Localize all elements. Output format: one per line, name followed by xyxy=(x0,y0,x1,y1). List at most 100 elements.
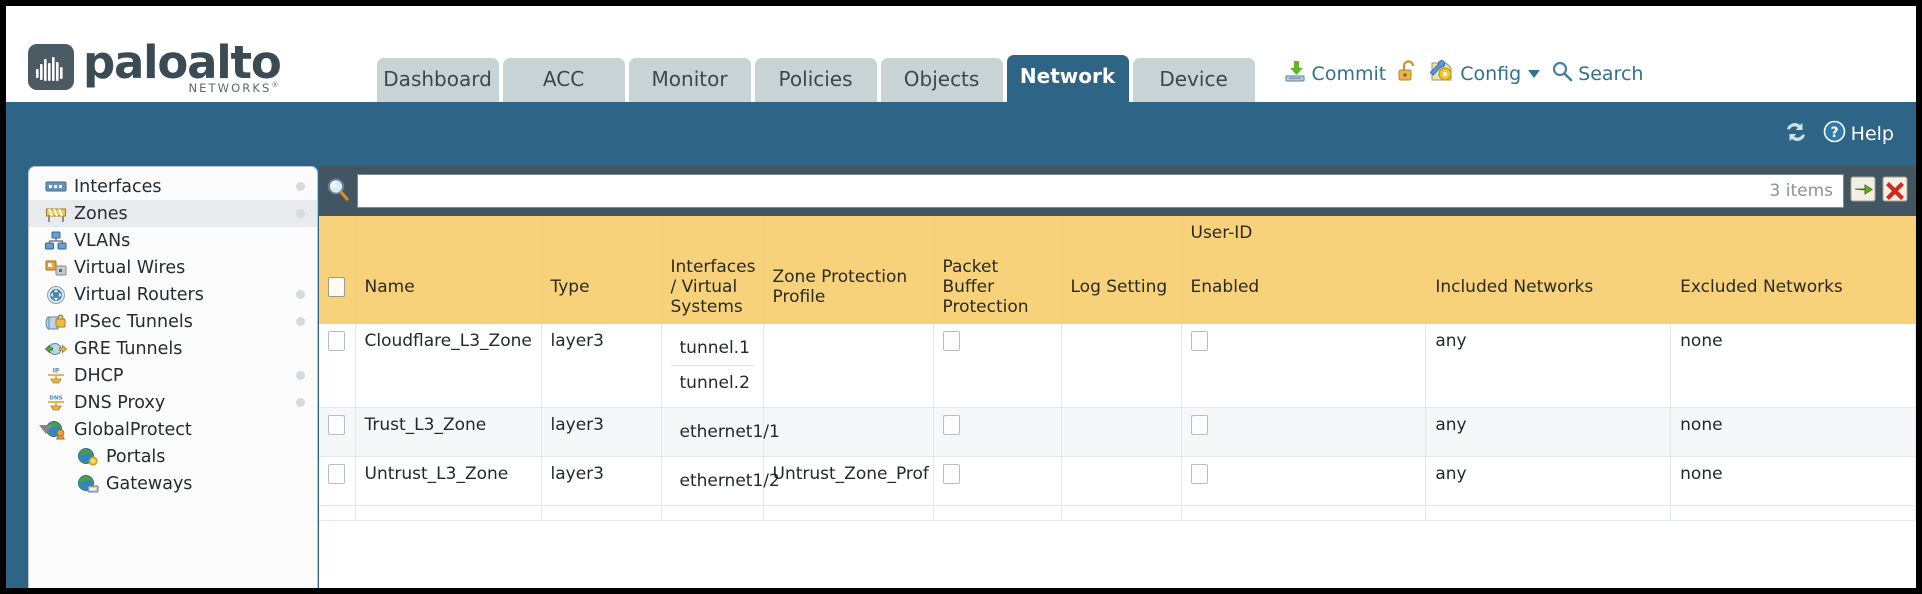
tab-dashboard[interactable]: Dashboard xyxy=(376,58,499,102)
sidebar-item-virtual-routers[interactable]: Virtual Routers xyxy=(29,281,317,308)
sidebar-item-gateways[interactable]: Gateways xyxy=(29,470,317,497)
filler-cell xyxy=(763,505,934,521)
paloalto-logo-mark-icon xyxy=(28,43,74,90)
zones-table-container: User-ID Name Type Interfaces / Virtual S… xyxy=(319,216,1916,588)
table-header-row: Name Type Interfaces / Virtual Systems Z… xyxy=(319,250,1916,324)
search-button[interactable]: Search xyxy=(1551,60,1643,87)
tab-device[interactable]: Device xyxy=(1132,58,1255,102)
header-action-bar: Commit xyxy=(1283,59,1643,102)
tab-monitor[interactable]: Monitor xyxy=(628,58,751,102)
sidebar-item-label: GRE Tunnels xyxy=(74,338,183,359)
packet-buffer-checkbox[interactable] xyxy=(942,415,960,435)
table-empty-filler xyxy=(319,505,1916,521)
cell-zone-name[interactable]: Cloudflare_L3_Zone xyxy=(355,324,542,408)
packet-buffer-checkbox[interactable] xyxy=(942,331,960,351)
zones-table-head: User-ID Name Type Interfaces / Virtual S… xyxy=(319,216,1916,324)
tab-acc[interactable]: ACC xyxy=(502,58,625,102)
refresh-button[interactable] xyxy=(1783,120,1809,149)
status-dot xyxy=(296,398,305,407)
column-header-interfaces[interactable]: Interfaces / Virtual Systems xyxy=(661,250,764,324)
sidebar-item-label: Virtual Wires xyxy=(74,257,186,278)
column-header-type[interactable]: Type xyxy=(541,250,662,324)
interface-entry: tunnel.1 xyxy=(670,331,754,366)
commit-button[interactable]: Commit xyxy=(1283,59,1386,88)
column-header-packet-buffer[interactable]: Packet Buffer Protection xyxy=(933,250,1062,324)
dns-proxy-icon: DNS xyxy=(45,393,67,413)
group-spacer xyxy=(355,216,542,250)
row-checkbox[interactable] xyxy=(328,331,345,351)
row-checkbox[interactable] xyxy=(328,464,345,484)
column-header-enabled[interactable]: Enabled xyxy=(1181,250,1427,324)
filler-cell xyxy=(661,505,764,521)
filler-cell xyxy=(933,505,1062,521)
table-row[interactable]: Cloudflare_L3_Zone layer3 tunnel.1 tunne… xyxy=(319,324,1916,408)
cell-included-networks: any xyxy=(1425,324,1672,408)
cell-excluded-networks: none xyxy=(1670,407,1916,457)
status-dot xyxy=(296,317,305,326)
filler-cell xyxy=(355,505,542,521)
cell-zone-type: layer3 xyxy=(541,407,662,457)
sidebar-item-dns-proxy[interactable]: DNS DNS Proxy xyxy=(29,389,317,416)
interface-entry: tunnel.2 xyxy=(679,373,750,393)
column-header-log-setting[interactable]: Log Setting xyxy=(1061,250,1182,324)
sidebar-item-gre-tunnels[interactable]: GRE Tunnels xyxy=(29,335,317,362)
tab-policies[interactable]: Policies xyxy=(754,58,877,102)
group-spacer xyxy=(661,216,764,250)
sidebar-item-portals[interactable]: Portals xyxy=(29,443,317,470)
userid-enabled-checkbox[interactable] xyxy=(1190,331,1208,351)
filler-cell xyxy=(541,505,662,521)
interfaces-icon xyxy=(45,177,67,197)
commit-icon xyxy=(1283,59,1307,88)
column-header-zone-protection[interactable]: Zone Protection Profile xyxy=(763,250,934,324)
sidebar-item-virtual-wires[interactable]: Virtual Wires xyxy=(29,254,317,281)
filter-bar: 3 items xyxy=(319,166,1916,216)
sidebar-item-dhcp[interactable]: IP DHCP xyxy=(29,362,317,389)
apply-filter-button[interactable] xyxy=(1850,176,1876,207)
sidebar-item-interfaces[interactable]: Interfaces xyxy=(29,173,317,200)
svg-text:?: ? xyxy=(1830,125,1838,141)
sidebar-item-label: GlobalProtect xyxy=(74,419,192,440)
select-all-checkbox[interactable] xyxy=(328,277,345,297)
clear-filter-button[interactable] xyxy=(1882,176,1908,207)
packet-buffer-checkbox[interactable] xyxy=(942,464,960,484)
column-header-name[interactable]: Name xyxy=(355,250,542,324)
userid-enabled-checkbox[interactable] xyxy=(1190,415,1208,435)
filter-search-icon[interactable] xyxy=(325,176,351,207)
brand-subtitle: NETWORKS® xyxy=(188,80,281,95)
app-header: paloalto NETWORKS® Dashboard ACC Monitor… xyxy=(6,6,1916,102)
tab-network[interactable]: Network xyxy=(1006,55,1129,102)
sidebar-item-ipsec-tunnels[interactable]: IPSec Tunnels xyxy=(29,308,317,335)
expander-triangle-icon[interactable] xyxy=(39,425,53,434)
config-menu-button[interactable]: Config xyxy=(1429,59,1541,88)
cell-included-networks: any xyxy=(1425,456,1672,506)
sidebar-item-zones[interactable]: Zones xyxy=(29,200,317,227)
portals-icon xyxy=(77,447,99,467)
tab-objects[interactable]: Objects xyxy=(880,58,1003,102)
network-sidebar: Interfaces Zones xyxy=(28,166,318,588)
filler-cell xyxy=(1670,505,1916,521)
cell-zone-name[interactable]: Trust_L3_Zone xyxy=(355,407,542,457)
cell-packet-buffer-protection xyxy=(933,407,1062,457)
zones-icon xyxy=(45,204,67,224)
config-label: Config xyxy=(1460,62,1522,85)
sidebar-item-globalprotect[interactable]: GlobalProtect xyxy=(29,416,317,443)
zones-content-panel: 3 items xyxy=(319,166,1916,588)
table-row[interactable]: Untrust_L3_Zone layer3 ethernet1/2 Untru… xyxy=(319,456,1916,506)
chevron-down-icon xyxy=(1528,69,1541,78)
table-group-header-row: User-ID xyxy=(319,216,1916,250)
column-header-excluded-networks[interactable]: Excluded Networks xyxy=(1670,250,1916,324)
lock-button[interactable] xyxy=(1397,59,1419,88)
interface-entry: ethernet1/2 xyxy=(679,471,780,491)
row-checkbox[interactable] xyxy=(328,415,345,435)
sidebar-item-label: Interfaces xyxy=(74,176,162,197)
help-button[interactable]: ? Help xyxy=(1823,120,1894,148)
column-header-included-networks[interactable]: Included Networks xyxy=(1425,250,1672,324)
table-row[interactable]: Trust_L3_Zone layer3 ethernet1/1 xyxy=(319,407,1916,457)
filter-input[interactable]: 3 items xyxy=(357,174,1844,208)
cell-zone-type: layer3 xyxy=(541,456,662,506)
userid-enabled-checkbox[interactable] xyxy=(1190,464,1208,484)
cell-zone-name[interactable]: Untrust_L3_Zone xyxy=(355,456,542,506)
sidebar-item-vlans[interactable]: VLANs xyxy=(29,227,317,254)
status-dot xyxy=(296,209,305,218)
